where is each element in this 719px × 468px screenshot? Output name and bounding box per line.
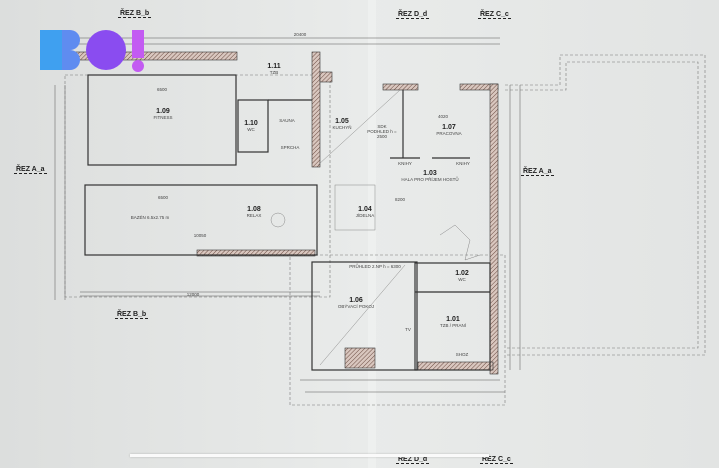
room-sauna: SAUNA	[279, 118, 295, 123]
tv-label: TV	[405, 327, 411, 332]
dim-bottom-total: 12000	[186, 292, 200, 297]
section-cut-c-top: ŘEZ C_c	[478, 11, 511, 19]
laundry-chute-label: SHOZ	[455, 352, 469, 357]
video-progress-bar[interactable]	[130, 454, 489, 457]
pool-label: BAZÉN 6.5x2.75 m	[130, 215, 170, 220]
interior-walls	[84, 74, 491, 371]
roof-outline	[64, 54, 706, 406]
section-cut-a-left: ŘEZ A_a	[14, 166, 47, 174]
ceiling-note: SDK PODHLED h = 2500	[367, 124, 397, 139]
section-cut-d-bottom: ŘEZ D_d	[396, 456, 430, 464]
dim-fitness: 6500	[156, 87, 168, 92]
room-shower: SPRCHA	[280, 145, 300, 150]
section-cut-d-top: ŘEZ D_d	[396, 11, 430, 19]
paper-fold	[368, 0, 376, 468]
dimension-lines	[54, 37, 521, 393]
section-cut-a-right: ŘEZ A_a	[521, 168, 554, 176]
section-cut-b-top: ŘEZ B_b	[118, 10, 152, 18]
dim-pool: 6500	[157, 195, 169, 200]
section-cut-b-bottom: ŘEZ B_b	[115, 311, 149, 319]
section-cut-c-bottom: ŘEZ C_c	[480, 456, 513, 464]
books-label-1: KNIHY	[398, 161, 412, 166]
books-label-2: KNIHY	[456, 161, 470, 166]
bo-logo	[40, 30, 144, 72]
dim-top-total: 20400	[293, 32, 307, 37]
void-note: PRŮHLED 2.NP h = 6300	[349, 264, 401, 269]
stair-and-furniture	[270, 89, 481, 366]
dim-pool-total: 10050	[193, 233, 207, 238]
dim-hall: 8200	[394, 197, 406, 202]
dim-study: 4020	[437, 114, 449, 119]
